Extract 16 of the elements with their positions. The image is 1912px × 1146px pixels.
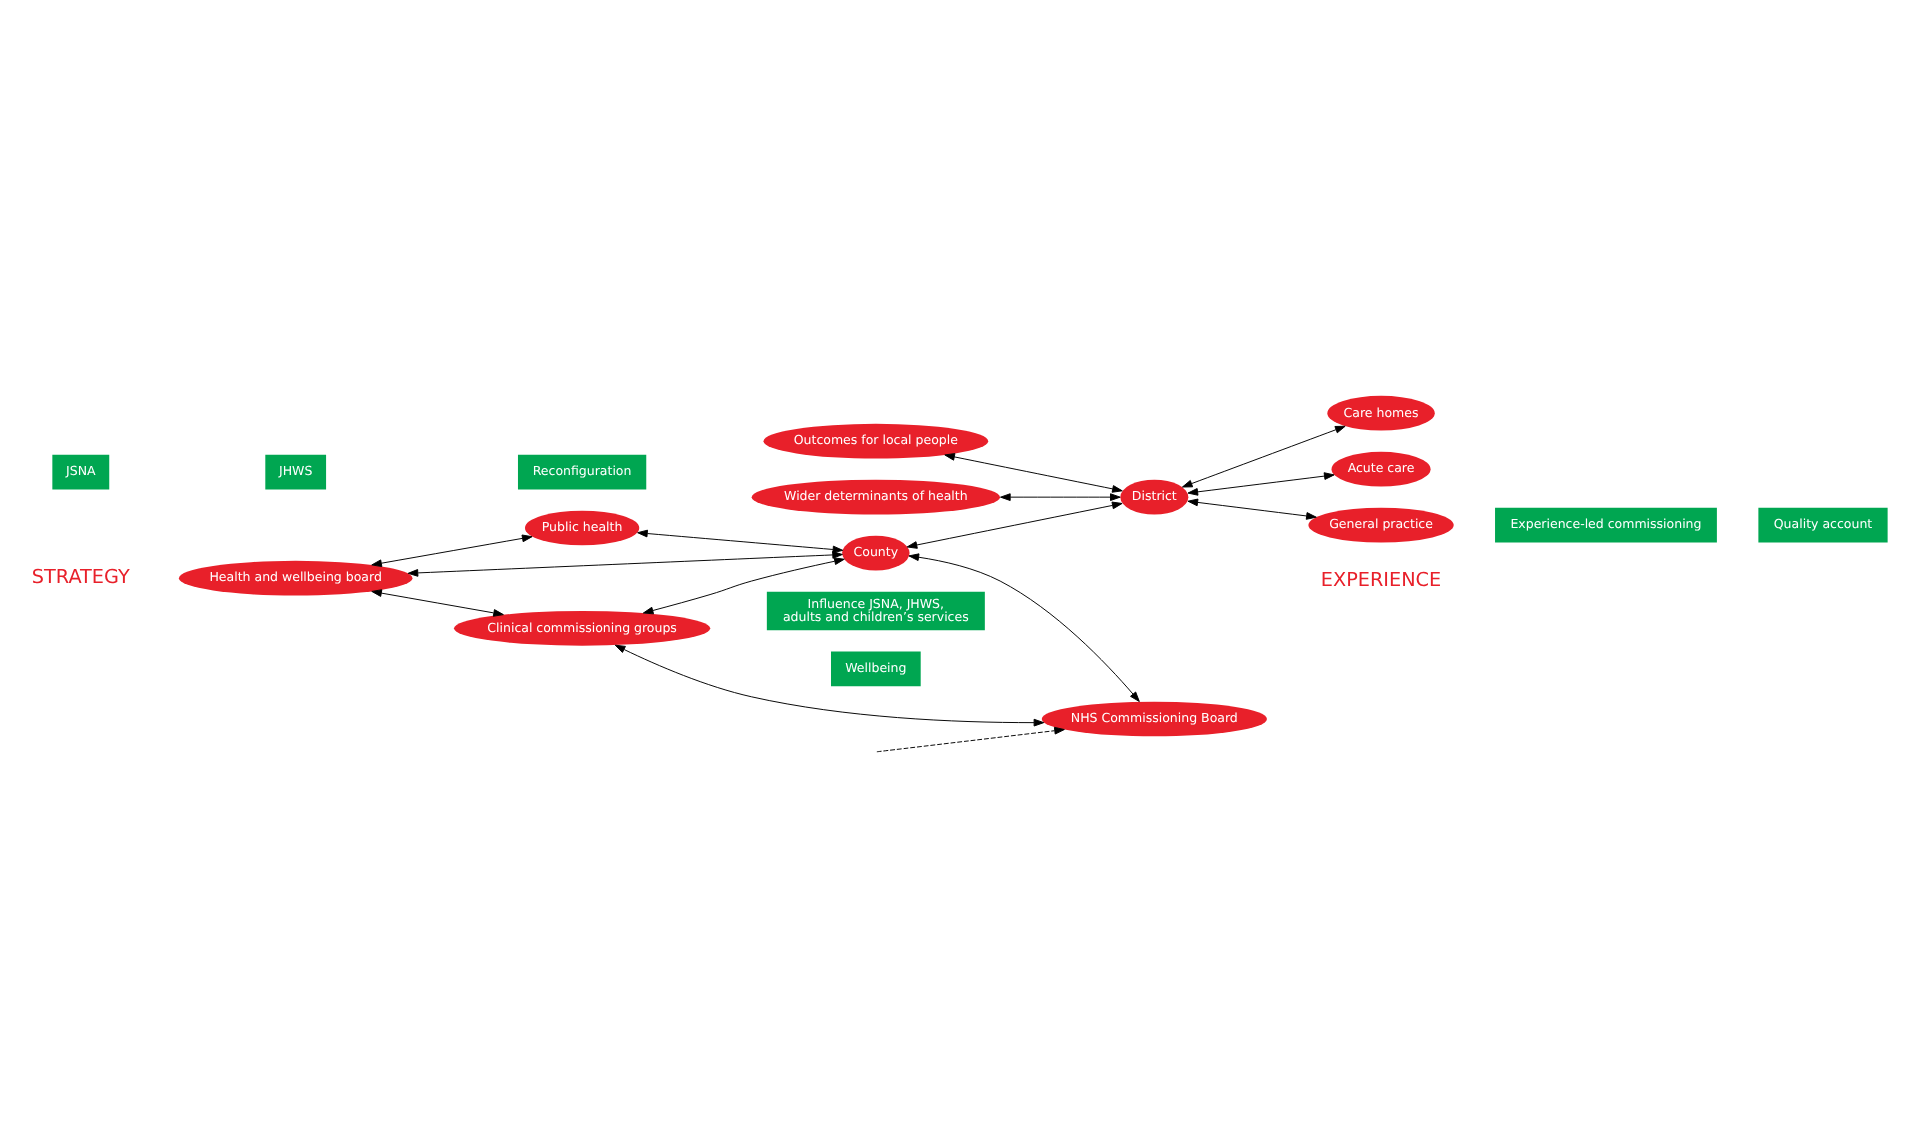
- arrow: [906, 500, 1123, 548]
- arrow: [407, 550, 843, 576]
- arrow: [614, 643, 1045, 726]
- arrow: [1000, 492, 1121, 500]
- label: STRATEGY: [31, 565, 130, 588]
- arrow: [637, 528, 844, 553]
- arrow: [371, 588, 504, 616]
- arrow: [642, 556, 845, 614]
- arrow: [1187, 497, 1317, 519]
- arrow: [371, 533, 533, 567]
- arrow: [908, 552, 1140, 701]
- arrow: [1181, 424, 1346, 487]
- label: EXPERIENCE: [1320, 568, 1442, 591]
- arrow: [944, 452, 1123, 492]
- arrow: [1187, 471, 1335, 495]
- arrow: [876, 725, 1065, 752]
